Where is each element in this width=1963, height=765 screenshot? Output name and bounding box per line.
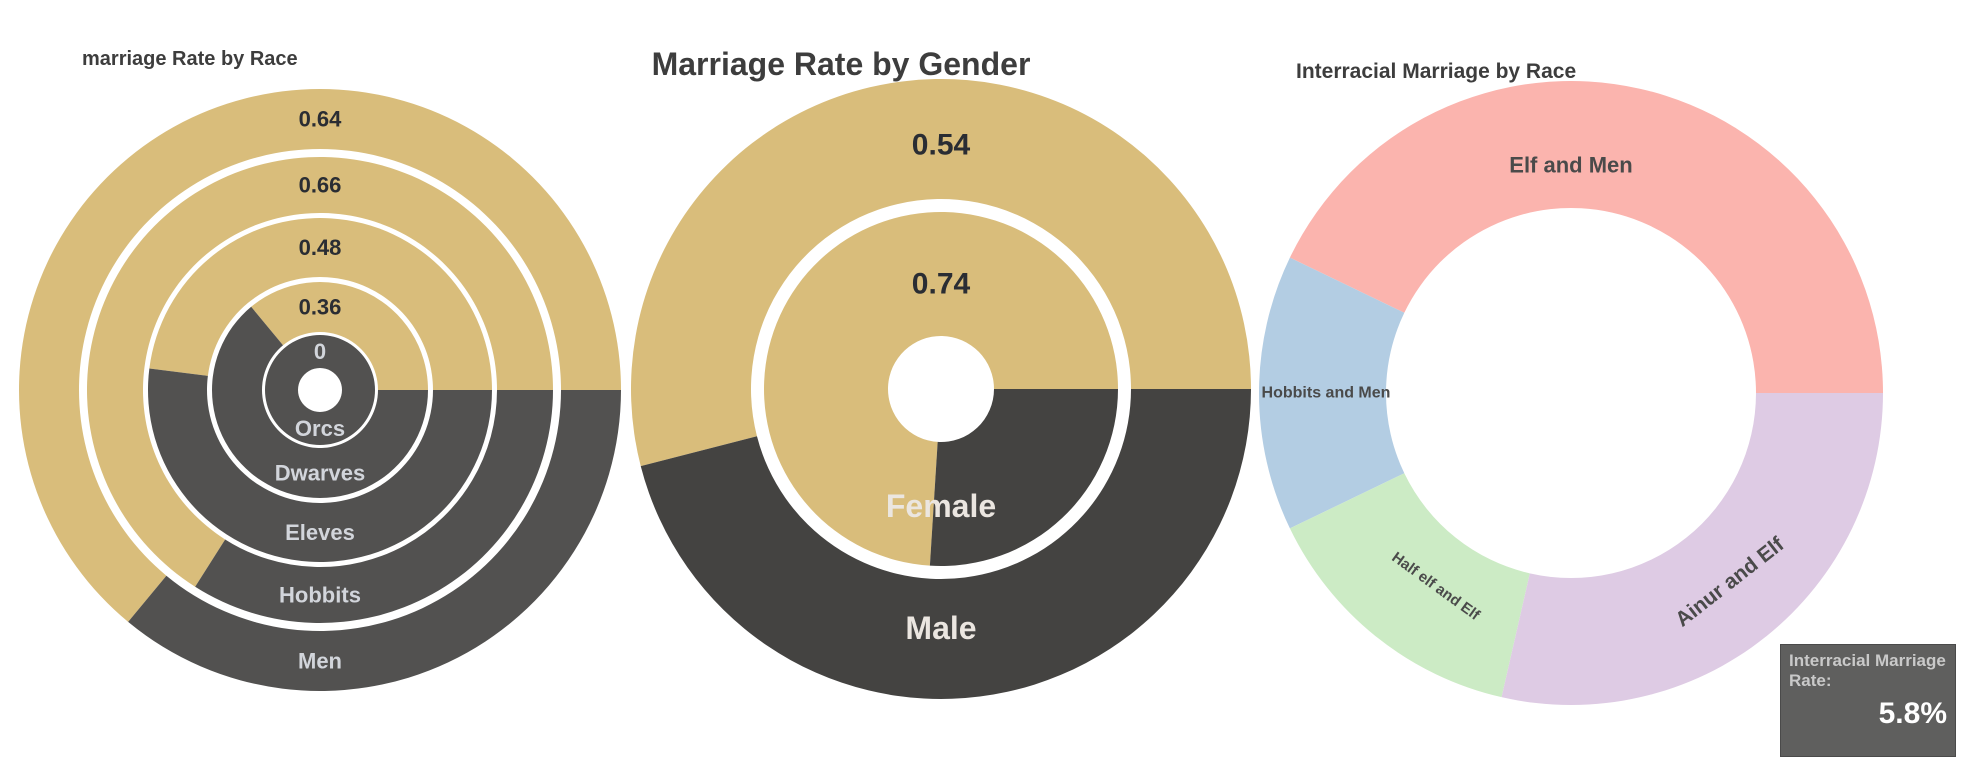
interracial-chart: Interracial Marriage by Race Elf and Men… — [1259, 60, 1883, 705]
married-arc — [251, 281, 428, 390]
ring-value-label: 0.66 — [299, 173, 342, 198]
unmarried-arc — [640, 389, 1251, 700]
slice-label: Hobbits and Men — [1262, 385, 1391, 402]
ring-name-label: Eleves — [285, 520, 355, 545]
married-arc — [764, 212, 1118, 566]
slice-arc — [1289, 80, 1883, 393]
slice-label: Elf and Men — [1509, 153, 1632, 178]
race-chart-title: marriage Rate by Race — [82, 48, 298, 70]
interracial-chart-title: Interracial Marriage by Race — [1296, 60, 1576, 83]
unmarried-arc — [147, 368, 492, 563]
ring-value-label: 0 — [314, 339, 326, 364]
ring-name-label: Men — [298, 649, 342, 674]
unmarried-arc — [265, 335, 375, 446]
slice-arc — [1259, 257, 1405, 529]
slice-arc — [1289, 473, 1530, 698]
gender-chart: Marriage Rate by Gender 0.54 0.74 Male F… — [631, 46, 1251, 700]
unmarried-arc — [929, 389, 1118, 567]
married-arc — [149, 218, 493, 390]
kpi-label: Interracial Marriage Rate: — [1789, 651, 1946, 690]
unmarried-arc — [128, 390, 621, 692]
kpi-value: 5.8% — [1878, 697, 1947, 730]
unmarried-arc — [212, 306, 428, 498]
ring-name-label: Female — [886, 488, 996, 524]
married-arc — [631, 79, 1251, 467]
slice-arc — [1501, 393, 1883, 705]
ring-name-label: Dwarves — [275, 461, 366, 486]
ring-value-label: 0.64 — [299, 107, 343, 132]
ring-name-label: Male — [905, 610, 976, 646]
ring-value-label: 0.48 — [299, 235, 342, 260]
ring-value-label: 0.74 — [912, 268, 971, 301]
unmarried-arc — [195, 390, 554, 623]
gender-chart-title: Marriage Rate by Gender — [652, 46, 1031, 82]
interracial-rate-card: Interracial Marriage Rate: 5.8% — [1780, 644, 1956, 757]
married-arc — [19, 89, 621, 622]
ring-name-label: Hobbits — [279, 583, 361, 608]
race-chart: marriage Rate by Race 0.64 0.66 0.48 0.3… — [19, 48, 621, 692]
ring-value-label: 0.36 — [299, 295, 342, 320]
ring-value-label: 0.54 — [912, 129, 971, 162]
ring-name-label: Orcs — [295, 416, 345, 441]
